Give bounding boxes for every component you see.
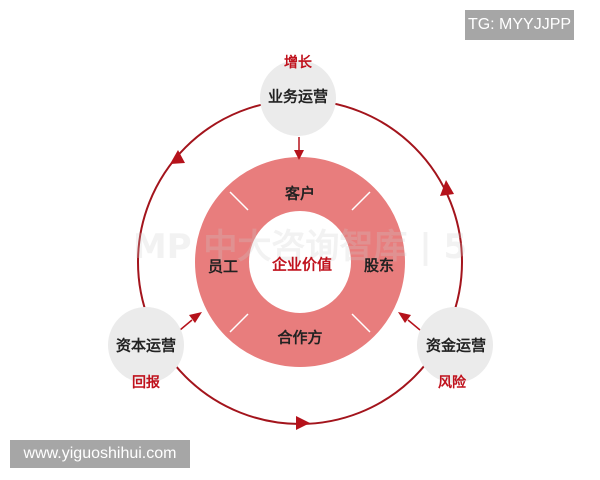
segment-employee: 员工 bbox=[207, 257, 239, 276]
node-business-circle bbox=[260, 60, 336, 136]
segment-shareholder: 股东 bbox=[363, 256, 395, 275]
cycle-arrow-bottom-icon bbox=[296, 416, 310, 430]
return-label: 回报 bbox=[132, 375, 160, 391]
risk-label: 风险 bbox=[438, 375, 466, 391]
tg-watermark: TG: MYYJJPP bbox=[465, 10, 574, 40]
growth-label: 增长 bbox=[284, 55, 312, 71]
arrow-down-icon bbox=[294, 150, 304, 160]
enterprise-value-label: 企业价值 bbox=[271, 255, 333, 274]
arrow-upleft-icon bbox=[398, 312, 411, 323]
cycle-arrow-right-icon bbox=[440, 180, 454, 196]
cycle-arrow-left-icon bbox=[170, 150, 185, 164]
value-donut bbox=[195, 157, 405, 367]
business-operation-label: 业务运营 bbox=[267, 87, 329, 106]
capital-operation-label: 资本运营 bbox=[115, 336, 177, 355]
site-watermark: www.yiguoshihui.com bbox=[10, 440, 190, 468]
arrow-upright-icon bbox=[189, 312, 202, 323]
funds-operation-label: 资金运营 bbox=[425, 336, 487, 355]
segment-customer: 客户 bbox=[284, 184, 316, 203]
node-funds-circle bbox=[417, 307, 493, 383]
node-capital-circle bbox=[108, 307, 184, 383]
logo-watermark: MP 中大咨询智库 | 5 bbox=[133, 227, 467, 267]
segment-partner: 合作方 bbox=[277, 328, 323, 347]
